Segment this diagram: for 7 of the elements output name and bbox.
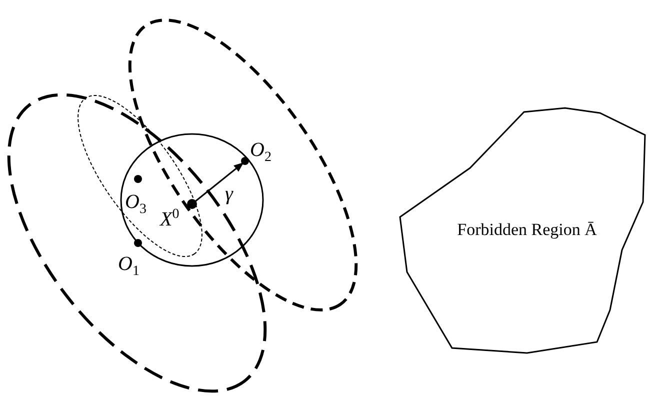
point-label: O$_{3}$ — [125, 192, 146, 217]
radius-label: γ — [225, 184, 233, 204]
point-label: X$^{0}$ — [160, 208, 180, 230]
region-label: Forbidden Region Ā — [457, 219, 597, 241]
point-label: O$_{1}$ — [118, 254, 140, 279]
region-outline — [398, 106, 648, 356]
point-label: O$_{2}$ — [250, 140, 272, 165]
